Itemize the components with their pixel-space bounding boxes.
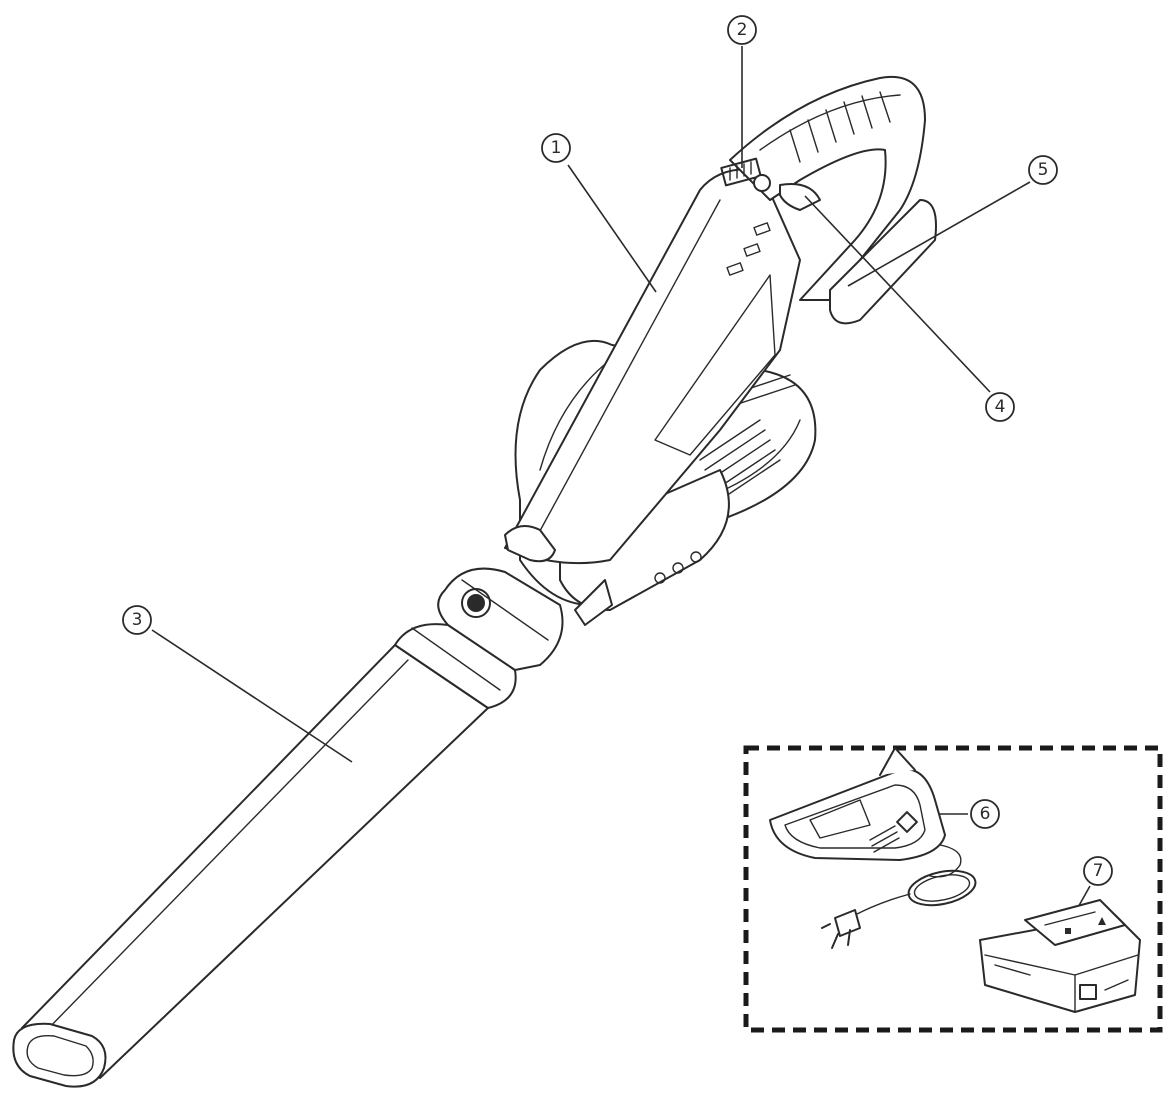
speed-dial [720, 157, 762, 187]
callout-2: 2 [727, 15, 757, 45]
callout-4: 4 [985, 392, 1015, 422]
callout-7: 7 [1083, 856, 1113, 886]
callout-2-label: 2 [737, 20, 748, 40]
blower-handle [720, 75, 937, 325]
callout-1: 1 [541, 133, 571, 163]
speed-dial-ticks [729, 161, 752, 181]
callout-5: 5 [1028, 155, 1058, 185]
charger-logo [869, 811, 918, 853]
battery [979, 899, 1141, 1013]
accessory-box [743, 745, 1163, 1033]
callout-3: 3 [122, 605, 152, 635]
handle-grip-ribs [789, 91, 891, 163]
callout-1-label: 1 [551, 138, 562, 158]
blower-tube [12, 567, 564, 1088]
charger [769, 747, 962, 878]
charger-cord [854, 869, 977, 916]
callout-3-label: 3 [132, 610, 143, 630]
callout-7-label: 7 [1093, 861, 1104, 881]
callout-6-label: 6 [980, 804, 991, 824]
callout-4-label: 4 [995, 397, 1006, 417]
plug [821, 909, 861, 949]
callout-6: 6 [970, 799, 1000, 829]
blower-body [504, 168, 817, 626]
callout-5-label: 5 [1038, 160, 1049, 180]
